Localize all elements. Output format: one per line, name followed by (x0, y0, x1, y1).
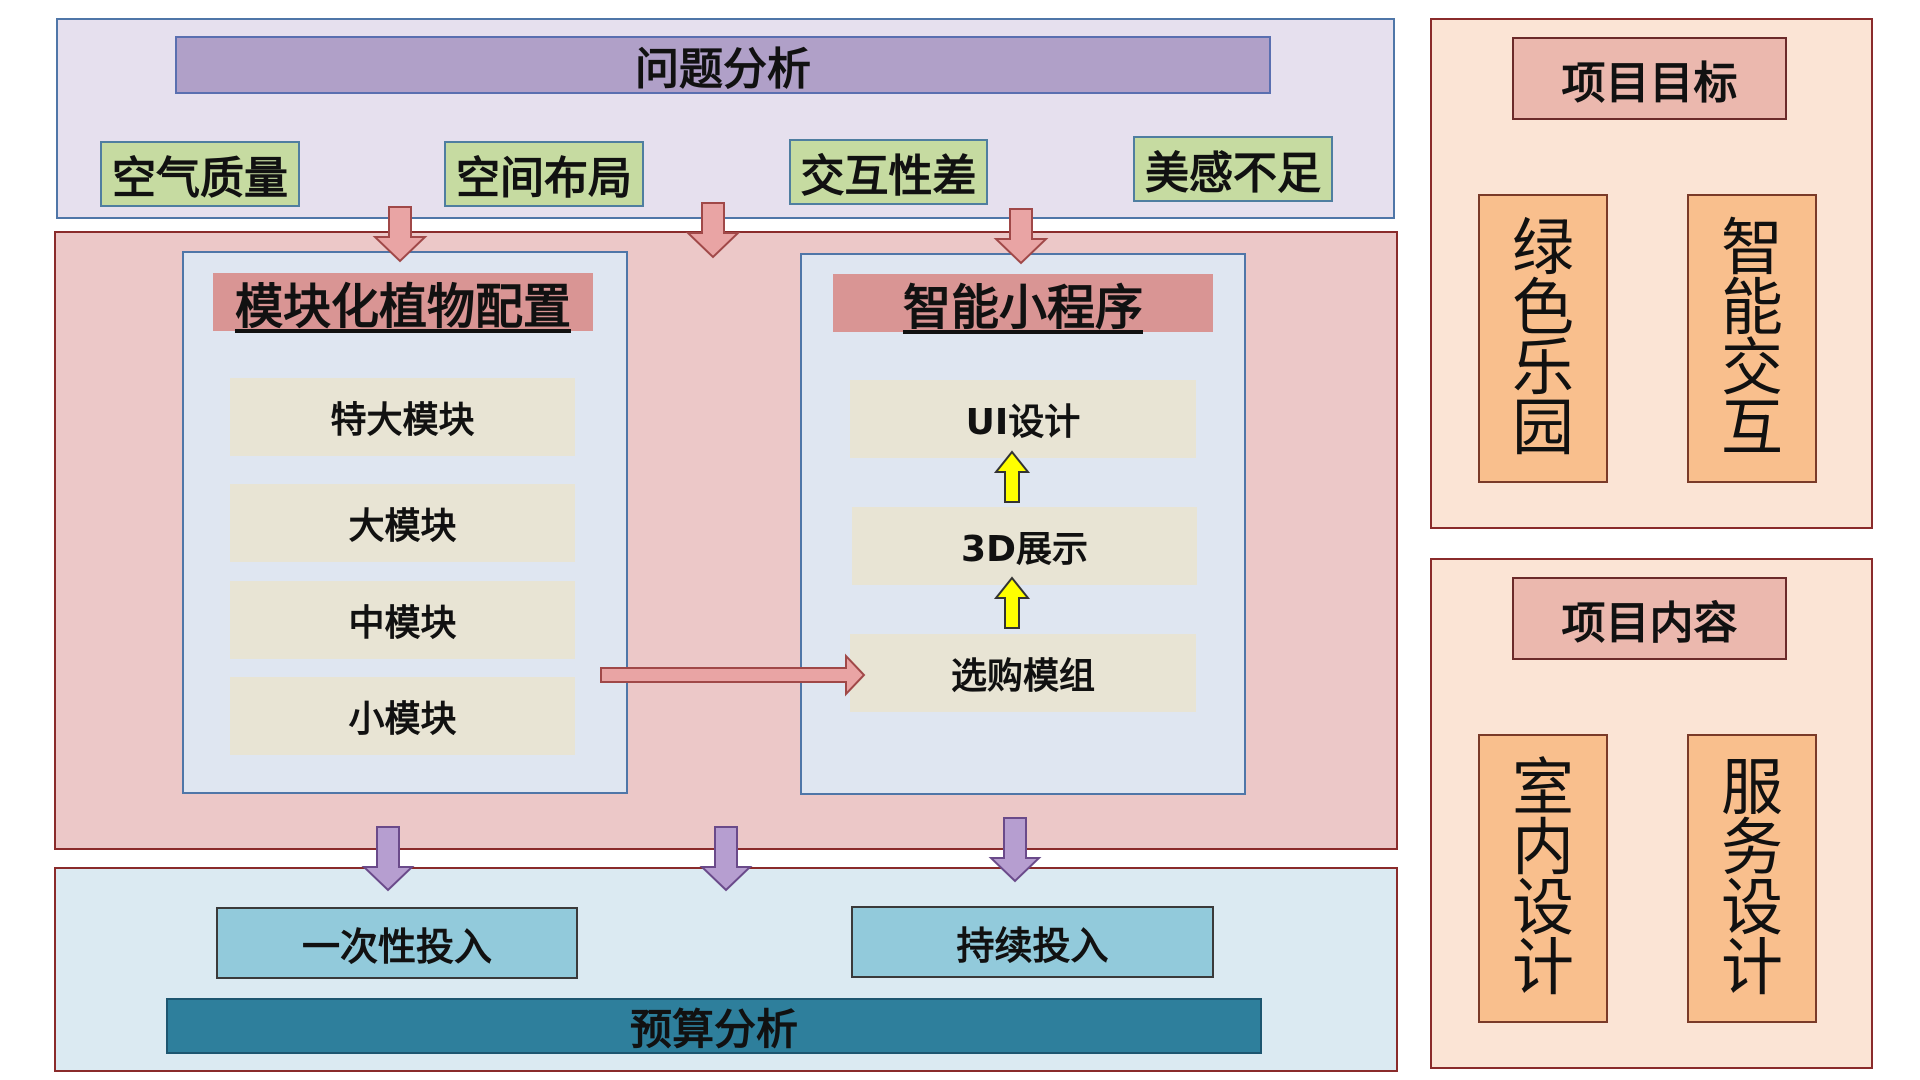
purple-down-arrow (699, 826, 753, 892)
module-item-xl: 特大模块 (230, 378, 575, 456)
smart-app-title: 智能小程序 (833, 274, 1213, 336)
yellow-up-arrow (993, 450, 1031, 503)
tag-poor-interaction: 交互性差 (789, 139, 988, 205)
app-item-module-purchase: 选购模组 (850, 634, 1196, 712)
app-item-3d-display: 3D展示 (852, 507, 1197, 585)
modular-plant-title: 模块化植物配置 (213, 273, 593, 335)
problem-analysis-title: 问题分析 (175, 36, 1271, 95)
module-item-large: 大模块 (230, 484, 575, 562)
project-content-title: 项目内容 (1512, 577, 1787, 660)
one-time-investment: 一次性投入 (216, 907, 578, 979)
budget-analysis-title: 预算分析 (166, 998, 1262, 1054)
pink-down-arrow (685, 202, 741, 259)
purple-down-arrow (361, 826, 415, 892)
content-service-design: 服务设计 (1687, 734, 1817, 1023)
tag-lack-aesthetics: 美感不足 (1133, 136, 1333, 202)
pink-right-arrow (600, 653, 866, 697)
content-interior-design: 室内设计 (1478, 734, 1608, 1023)
project-goal-title: 项目目标 (1512, 37, 1787, 120)
yellow-up-arrow (993, 576, 1031, 629)
pink-down-arrow (993, 208, 1049, 265)
module-item-small: 小模块 (230, 677, 575, 755)
app-item-ui-design: UI设计 (850, 380, 1196, 458)
tag-space-layout: 空间布局 (444, 141, 644, 207)
ongoing-investment: 持续投入 (851, 906, 1214, 978)
goal-green-paradise: 绿色乐园 (1478, 194, 1608, 483)
goal-smart-interaction: 智能交互 (1687, 194, 1817, 483)
tag-air-quality: 空气质量 (100, 141, 300, 207)
purple-down-arrow (988, 817, 1042, 883)
pink-down-arrow (372, 206, 428, 263)
module-item-medium: 中模块 (230, 581, 575, 659)
